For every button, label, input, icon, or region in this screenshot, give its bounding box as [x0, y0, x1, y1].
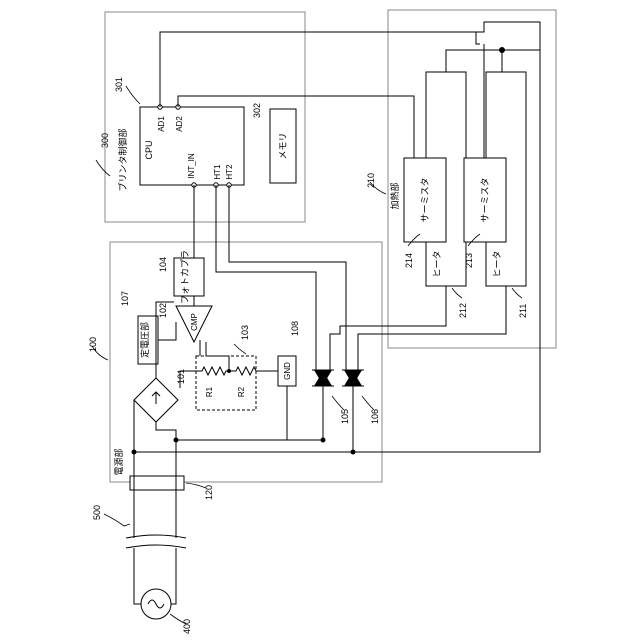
leader-212: [452, 288, 462, 298]
leader-105: [332, 396, 344, 410]
cable-break: [126, 535, 186, 548]
ref-212-label: 212: [458, 303, 468, 318]
ad1-label: AD1: [157, 116, 166, 132]
ref-301-label: 301: [114, 77, 124, 92]
ht1-label: HT1: [213, 164, 222, 180]
constant-voltage-label: 定電圧部: [139, 322, 150, 358]
power-supply-label: 電源部: [113, 448, 124, 475]
leader-301: [126, 86, 140, 104]
memory-label: メモリ: [278, 132, 288, 159]
ref-210-label: 210: [366, 173, 376, 188]
leader-106: [362, 396, 374, 410]
heater-a-label: ヒータ: [432, 250, 442, 277]
int-in-label: INT_IN: [187, 153, 196, 179]
ref-104-label: 104: [158, 257, 168, 272]
gnd-label: GND: [283, 362, 292, 380]
leader-300: [96, 160, 110, 176]
ref-213-label: 213: [464, 253, 474, 268]
triac-106-icon: [342, 370, 364, 386]
ref-500-label: 500: [92, 505, 102, 520]
ref-211-label: 211: [518, 304, 528, 318]
ad2-label: AD2: [175, 116, 184, 132]
resistor-r2-icon: [232, 367, 278, 375]
leader-211: [512, 288, 522, 298]
thermistor-a-label: サーミスタ: [420, 177, 430, 222]
photocoupler-label: フォトカプラ: [180, 250, 190, 304]
cmp-label: CMP: [190, 313, 199, 331]
triac-105-icon: [312, 370, 334, 386]
ref-300-label: 300: [100, 133, 110, 148]
ref-120-label: 120: [204, 485, 214, 500]
ref-108-label: 108: [290, 321, 300, 336]
resistor-r1-icon: [196, 367, 232, 375]
ref-102-label: 102: [158, 303, 168, 318]
leader-120: [186, 483, 206, 488]
thermistor-b-label: サーミスタ: [480, 177, 490, 222]
divider-dashed-frame: [196, 356, 256, 410]
ref-100-label: 100: [88, 337, 98, 352]
heater-b-label: ヒータ: [492, 250, 502, 277]
ref-302-label: 302: [252, 103, 262, 118]
ref-105-label: 105: [340, 409, 350, 424]
printer-control-label: プリンタ制御部: [117, 128, 128, 191]
ref-214-label: 214: [404, 253, 414, 268]
ref-106-label: 106: [370, 409, 380, 424]
heating-unit-label: 加熱部: [389, 182, 400, 209]
r2-label: R2: [237, 386, 246, 397]
cpu-label: CPU: [144, 140, 154, 159]
ref-107-label: 107: [120, 291, 130, 306]
ref-103-label: 103: [240, 325, 250, 340]
r1-label: R1: [205, 386, 214, 397]
ht2-label: HT2: [225, 164, 234, 180]
leader-103: [234, 344, 246, 354]
ref-400-label: 400: [182, 619, 192, 634]
leader-500: [104, 514, 130, 526]
